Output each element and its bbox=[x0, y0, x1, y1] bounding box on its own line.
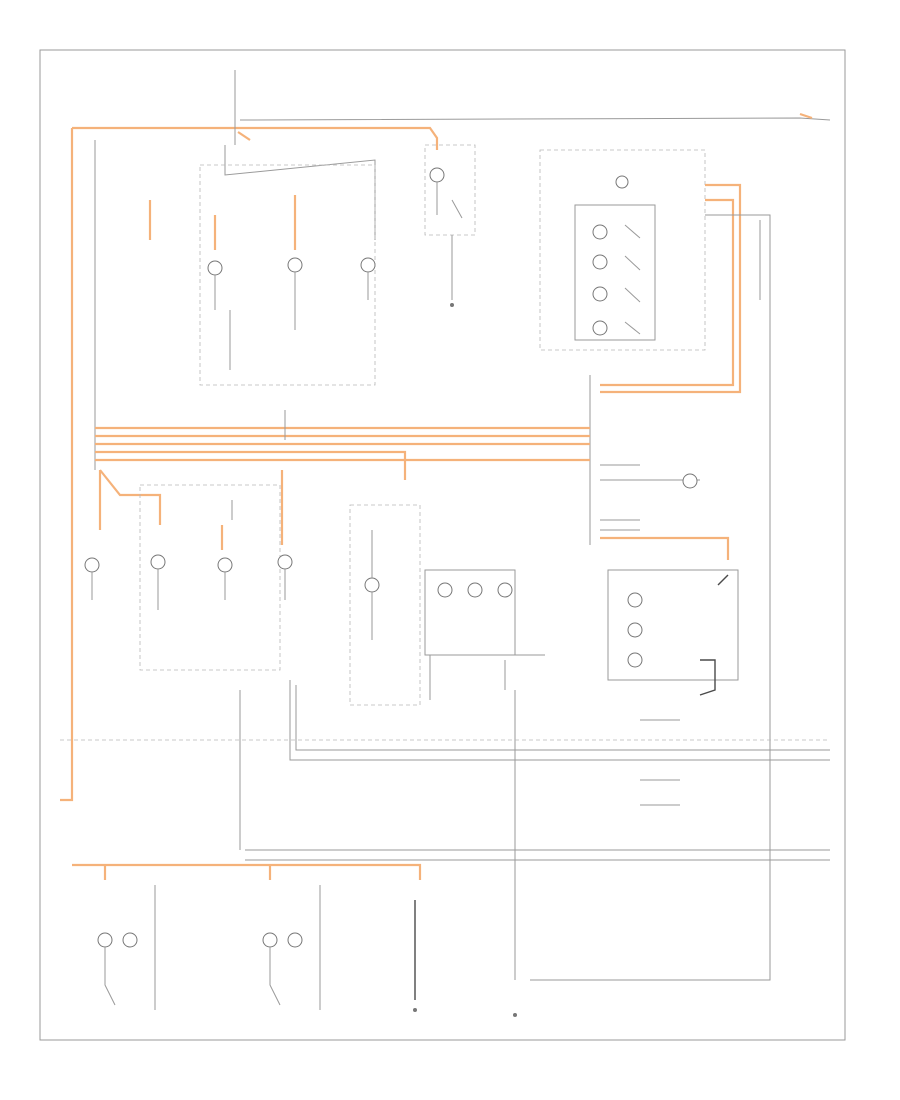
overhead-console-outline bbox=[199, 164, 376, 386]
ground-returns bbox=[60, 680, 830, 861]
lamp-bulb bbox=[437, 582, 453, 598]
middle-bus bbox=[95, 375, 730, 560]
ground-point bbox=[413, 1008, 417, 1012]
lamp-bulb bbox=[84, 557, 100, 573]
module-outline bbox=[539, 149, 706, 351]
center-lamp-module bbox=[349, 504, 545, 980]
module-box bbox=[607, 569, 739, 681]
lamp-bulb bbox=[262, 932, 278, 948]
top-power-bus bbox=[60, 70, 831, 802]
lamp-bulb bbox=[207, 260, 223, 276]
lamp-bulb bbox=[497, 582, 513, 598]
lamp-bulb bbox=[217, 557, 233, 573]
bottom-door-lamps bbox=[72, 863, 517, 1017]
lamp-bulb bbox=[592, 286, 608, 302]
lamp-bulb bbox=[592, 320, 608, 336]
lamp-bulb bbox=[287, 932, 303, 948]
lower-left-lamp-row bbox=[84, 484, 293, 850]
lamp-bulb bbox=[682, 473, 698, 489]
right-lamp-module bbox=[530, 149, 771, 981]
switch-box bbox=[424, 569, 516, 656]
lamp-row-outline bbox=[139, 484, 281, 671]
ground-point bbox=[513, 1013, 517, 1017]
lamp-bulb bbox=[122, 932, 138, 948]
ground-point bbox=[450, 303, 454, 307]
lamp-bulb bbox=[592, 254, 608, 270]
module-outline bbox=[349, 504, 421, 706]
lamp-bulb bbox=[150, 554, 166, 570]
lamp-bulb bbox=[277, 554, 293, 570]
lamp-bulb bbox=[364, 577, 380, 593]
lamp-bulb bbox=[287, 257, 303, 273]
lamp-bulb bbox=[627, 592, 643, 608]
right-lower-module bbox=[607, 569, 739, 806]
lamp-bulb bbox=[627, 622, 643, 638]
lamp-cluster-box bbox=[574, 204, 656, 341]
lamp-bulb bbox=[467, 582, 483, 598]
lamp-bulb bbox=[592, 224, 608, 240]
lamp-bulb bbox=[429, 167, 445, 183]
lamp-bulb bbox=[360, 257, 376, 273]
diagram-frame bbox=[39, 49, 846, 1041]
lamp-bulb bbox=[615, 175, 629, 189]
courtesy-lamp-switch bbox=[424, 144, 476, 307]
top-lamp-group bbox=[148, 164, 376, 386]
switch-outline bbox=[424, 144, 476, 236]
lamp-bulb bbox=[97, 932, 113, 948]
lamp-bulb bbox=[627, 652, 643, 668]
